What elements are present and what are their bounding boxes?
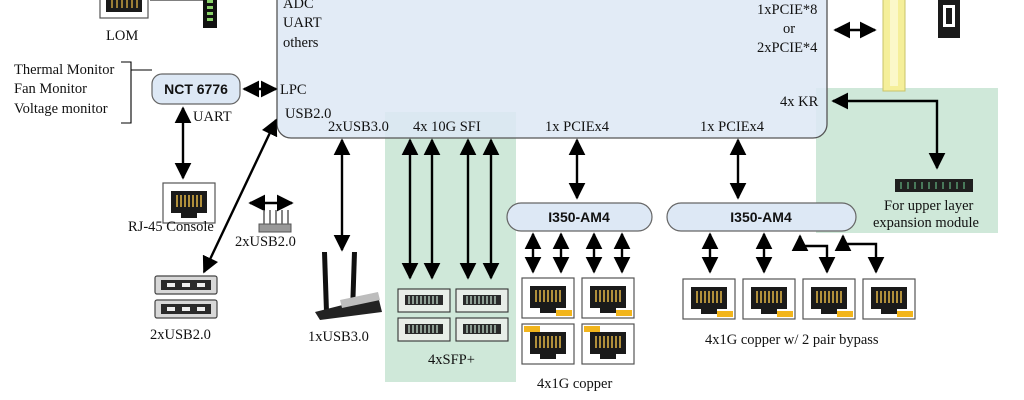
rj45-left-2 bbox=[581, 277, 635, 319]
i350-left-ports-label: 4x1G copper bbox=[537, 376, 612, 392]
console-label: RJ-45 Console bbox=[128, 219, 214, 235]
usb30-label: 1xUSB3.0 bbox=[308, 329, 369, 345]
nct-chip-label: NCT 6776 bbox=[164, 81, 228, 97]
rj45-right-2 bbox=[742, 278, 796, 320]
kr-arrow bbox=[831, 92, 946, 170]
soc-block bbox=[276, 0, 828, 139]
pcie-slot-icon bbox=[882, 0, 960, 92]
sfp-cage-1 bbox=[397, 288, 451, 313]
soc-others-label: others bbox=[283, 35, 319, 51]
rj45-right-1 bbox=[682, 278, 736, 320]
sfp-label: 4xSFP+ bbox=[428, 352, 475, 368]
soc-usb30-label: 2xUSB3.0 bbox=[328, 119, 389, 135]
nct-uart-label: UART bbox=[193, 109, 232, 125]
usb20-port-bottom bbox=[154, 299, 218, 319]
lom-label: LOM bbox=[106, 28, 138, 44]
soc-lpc-label: LPC bbox=[280, 82, 307, 98]
usb-header-pins bbox=[258, 210, 292, 233]
rj45-left-1 bbox=[521, 277, 575, 319]
fan-monitor-label: Fan Monitor bbox=[14, 81, 87, 97]
rj45-right-4 bbox=[862, 278, 916, 320]
i350-right-links bbox=[701, 232, 885, 274]
sfi-arrows bbox=[401, 138, 500, 280]
sfp-cage-3 bbox=[455, 288, 509, 313]
soc-adc-label: ADC bbox=[283, 0, 314, 12]
usb30-wifi-card bbox=[315, 252, 382, 320]
expansion-label-line1: For upper layer bbox=[884, 198, 974, 214]
expansion-label-line2: expansion module bbox=[873, 215, 979, 231]
soc-pcie-a-label: 1x PCIEx4 bbox=[545, 119, 610, 135]
i350-right-ports-label: 4x1G copper w/ 2 pair bypass bbox=[705, 332, 879, 348]
usb20-arrow bbox=[202, 118, 278, 274]
soc-or-label: or bbox=[783, 21, 795, 37]
lom-device bbox=[99, 0, 217, 28]
sfp-cage-4 bbox=[455, 317, 509, 342]
nct-chip bbox=[151, 73, 241, 105]
rj45-console-port bbox=[162, 182, 216, 224]
usb20-port-top bbox=[154, 275, 218, 295]
voltage-monitor-label: Voltage monitor bbox=[14, 101, 108, 117]
expansion-connector bbox=[895, 179, 973, 192]
i350-left-label: I350-AM4 bbox=[548, 209, 610, 225]
soc-usb20-label: USB2.0 bbox=[285, 106, 331, 122]
soc-pcie8-label: 1xPCIE*8 bbox=[757, 2, 817, 18]
rj45-right-3 bbox=[802, 278, 856, 320]
i350-right-label: I350-AM4 bbox=[730, 209, 792, 225]
sfp-cage-2 bbox=[397, 317, 451, 342]
rj45-left-3 bbox=[521, 323, 575, 365]
i350-left-links bbox=[524, 232, 631, 274]
i350-right-chip bbox=[666, 202, 857, 232]
soc-sfi-label: 4x 10G SFI bbox=[413, 119, 481, 135]
soc-pcie-b-label: 1x PCIEx4 bbox=[700, 119, 765, 135]
usb20-ports-label: 2xUSB2.0 bbox=[150, 327, 211, 343]
usb-header-label: 2xUSB2.0 bbox=[235, 234, 296, 250]
monitor-bracket bbox=[121, 61, 152, 124]
soc-pcie4-label: 2xPCIE*4 bbox=[757, 40, 818, 56]
rj45-left-4 bbox=[581, 323, 635, 365]
i350-left-chip bbox=[506, 202, 653, 232]
soc-kr-label: 4x KR bbox=[780, 94, 819, 110]
soc-uart-label: UART bbox=[283, 15, 322, 31]
thermal-monitor-label: Thermal Monitor bbox=[14, 62, 114, 78]
